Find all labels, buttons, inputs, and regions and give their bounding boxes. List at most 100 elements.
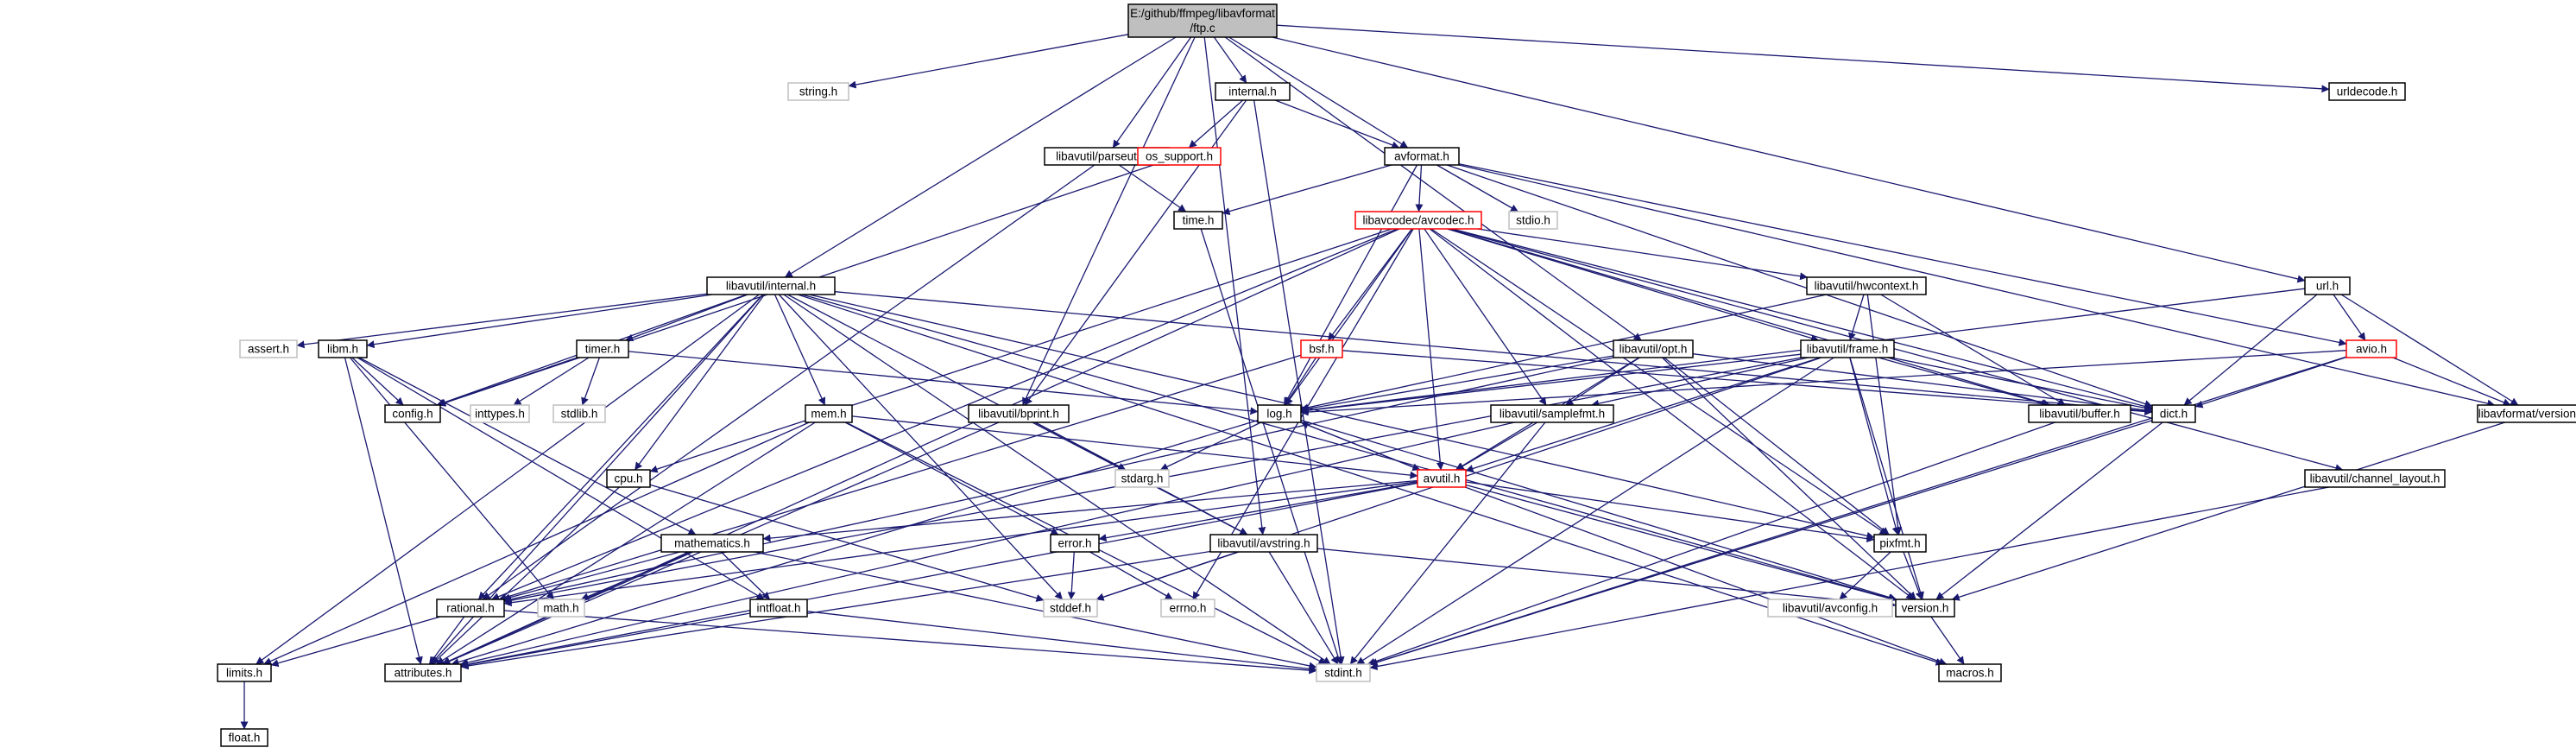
node-label: math.h	[543, 602, 578, 615]
node-dict_h[interactable]: dict.h	[2151, 404, 2196, 423]
edge-avutil_h-to-macros_h	[1464, 486, 1948, 666]
node-box	[1354, 211, 1482, 230]
node-label: internal.h	[1228, 86, 1277, 98]
node-box	[968, 404, 1070, 423]
edge-mem_h-to-limits_h	[263, 421, 810, 665]
node-bprint_h[interactable]: libavutil/bprint.h	[968, 404, 1070, 423]
node-label: mathematics.h	[674, 537, 750, 550]
node-box	[318, 339, 368, 358]
node-log_h[interactable]: log.h	[1257, 404, 1302, 423]
edge-version_lf_h-to-version_h	[1951, 421, 2505, 601]
node-version_lf_h[interactable]: libavformat/version.h	[2477, 404, 2576, 423]
edge-avutil_h-to-pixfmt_h	[1465, 481, 1875, 543]
node-urldecode_h[interactable]: urldecode.h	[2328, 82, 2406, 101]
edge-avformat_h-to-stdio_h	[1436, 164, 1518, 212]
edge-samplefmt_h-to-avutil_h	[1455, 421, 1538, 471]
edge-timer_h-to-log_h	[628, 351, 1259, 415]
node-label: stdlib.h	[561, 408, 598, 421]
edge-avcodec_h-to-frame_h	[1447, 228, 1820, 342]
edge-pixfmt_h-to-version_h	[1903, 551, 1923, 600]
node-label: libavutil/avstring.h	[1217, 537, 1310, 550]
node-buffer_h[interactable]: libavutil/buffer.h	[2028, 404, 2131, 423]
node-box	[706, 276, 836, 295]
node-mathematics_h[interactable]: mathematics.h	[660, 534, 764, 553]
edge-time_h-to-stdint_h	[1200, 228, 1342, 665]
node-timer_h[interactable]: timer.h	[576, 339, 629, 358]
edge-intfloat_h-to-attributes_h	[460, 612, 751, 668]
edge-lu_internal_h-to-stddef_h	[778, 294, 1064, 600]
edge-internal_h-to-stdint_h	[1253, 99, 1345, 665]
edge-root-to-parseutils_h	[1112, 36, 1192, 149]
node-internal_h[interactable]: internal.h	[1215, 82, 1291, 101]
node-intfloat_h[interactable]: intfloat.h	[749, 599, 808, 618]
edge-root-to-opt_h	[1224, 36, 1642, 341]
node-limits_h[interactable]: limits.h	[217, 663, 272, 682]
edge-avcodec_h-to-avutil_h	[1418, 228, 1444, 471]
node-label: /ftp.c	[1190, 22, 1215, 35]
node-box	[1257, 404, 1302, 423]
node-avio_h[interactable]: avio.h	[2346, 339, 2397, 358]
node-samplefmt_h[interactable]: libavutil/samplefmt.h	[1490, 404, 1614, 423]
node-rational_h[interactable]: rational.h	[436, 599, 505, 618]
node-box	[220, 728, 268, 747]
edge-avio_h-to-dict_h	[2194, 356, 2347, 409]
node-avutil_h[interactable]: avutil.h	[1417, 469, 1467, 488]
node-frame_h[interactable]: libavutil/frame.h	[1800, 339, 1895, 358]
node-label: libavutil/hwcontext.h	[1815, 280, 1919, 293]
edge-cpu_h-to-stddef_h	[649, 484, 1045, 602]
edge-pixfmt_h-to-avconfig_h	[1839, 551, 1891, 600]
edge-layer	[240, 24, 2519, 730]
edge-samplefmt_h-to-stdint_h	[1349, 421, 1546, 665]
node-version_h[interactable]: version.h	[1895, 599, 1955, 618]
node-mem_h[interactable]: mem.h	[805, 404, 853, 423]
edge-libm_h-to-attributes_h	[344, 357, 423, 665]
node-stdarg_h: stdarg.h	[1114, 469, 1170, 488]
node-box	[1137, 147, 1222, 166]
node-float_h[interactable]: float.h	[220, 728, 268, 747]
node-libm_h[interactable]: libm.h	[318, 339, 368, 358]
node-box	[2304, 469, 2446, 488]
edge-lu_internal_h-to-mem_h	[773, 294, 826, 406]
node-lu_internal_h[interactable]: libavutil/internal.h	[706, 276, 836, 295]
node-error_h[interactable]: error.h	[1050, 534, 1100, 553]
node-box	[2328, 82, 2406, 101]
edge-frame_h-to-stdint_h	[1356, 357, 1834, 665]
node-root[interactable]: E:/github/ffmpeg/libavformat/ftp.c	[1127, 3, 1278, 38]
node-channel_layout_h[interactable]: libavutil/channel_layout.h	[2304, 469, 2446, 488]
node-time_h[interactable]: time.h	[1173, 211, 1223, 230]
node-avstring_h[interactable]: libavutil/avstring.h	[1209, 534, 1318, 553]
node-label: libavutil/parseutils.h	[1056, 150, 1158, 163]
node-attributes_h[interactable]: attributes.h	[384, 663, 462, 682]
node-opt_h[interactable]: libavutil/opt.h	[1613, 339, 1694, 358]
node-box	[239, 339, 298, 358]
node-label: rational.h	[446, 602, 495, 615]
edge-frame_h-to-version_h	[1849, 357, 1924, 600]
edge-cpu_h-to-attributes_h	[432, 486, 620, 665]
node-config_h[interactable]: config.h	[384, 404, 441, 423]
node-box	[576, 339, 629, 358]
node-os_support_h[interactable]: os_support.h	[1137, 147, 1222, 166]
node-cpu_h[interactable]: cpu.h	[606, 469, 651, 488]
node-label: libavutil/opt.h	[1619, 343, 1688, 356]
node-hwcontext_h[interactable]: libavutil/hwcontext.h	[1806, 276, 1927, 295]
node-label: avutil.h	[1424, 472, 1461, 485]
edge-internal_h-to-bprint_h	[1024, 99, 1247, 406]
node-box	[1873, 534, 1927, 553]
node-label: libavformat/version.h	[2478, 408, 2576, 421]
edge-frame_h-to-dict_h	[1891, 357, 2153, 412]
node-label: mem.h	[811, 408, 846, 421]
node-url_h[interactable]: url.h	[2304, 276, 2351, 295]
node-avcodec_h[interactable]: libavcodec/avcodec.h	[1354, 211, 1482, 230]
edge-hwcontext_h-to-log_h	[1300, 294, 1828, 412]
node-bsf_h[interactable]: bsf.h	[1300, 339, 1343, 358]
node-macros_h[interactable]: macros.h	[1938, 663, 2002, 682]
node-label: stdio.h	[1516, 214, 1550, 227]
edge-internal_h-to-avformat_h	[1274, 99, 1400, 149]
node-pixfmt_h[interactable]: pixfmt.h	[1873, 534, 1927, 553]
edge-bsf_h-to-rational_h	[498, 354, 1302, 601]
edge-lu_internal_h-to-libm_h	[366, 294, 713, 349]
edge-avcodec_h-to-cpu_h	[649, 228, 1392, 473]
node-avformat_h[interactable]: avformat.h	[1384, 147, 1460, 166]
edge-libm_h-to-math_h	[349, 357, 555, 600]
edge-avcodec_h-to-rational_h	[491, 228, 1398, 600]
